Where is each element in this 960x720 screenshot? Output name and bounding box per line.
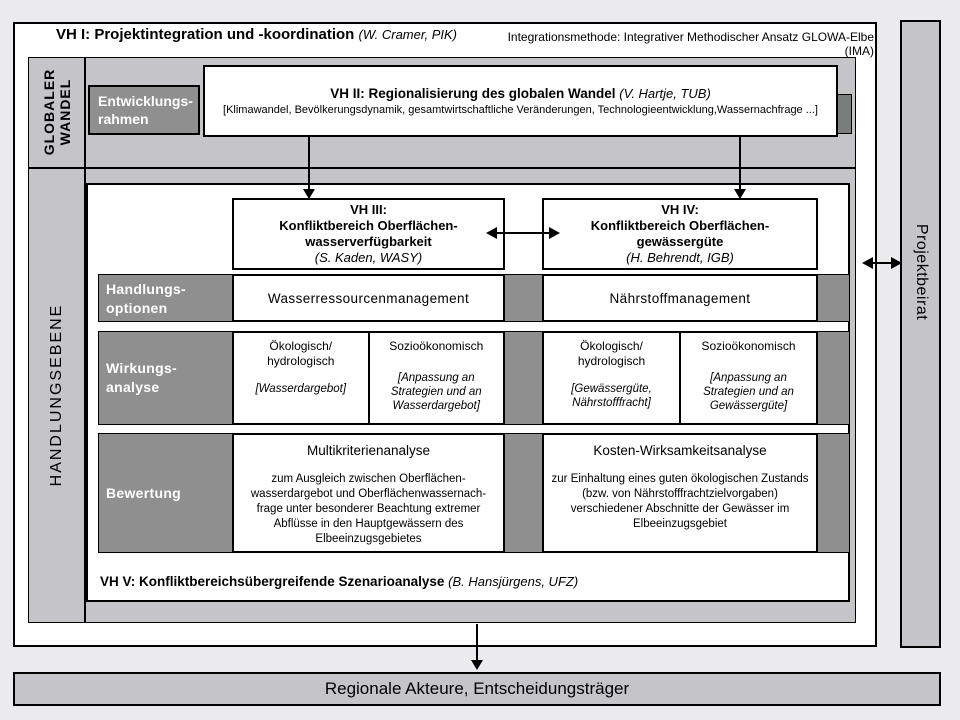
row-label-wirkungsanalyse: Wirkungs- analyse [106, 360, 178, 395]
evaluation-vh3-title: Multikriterienanalyse [306, 443, 431, 458]
impact-vh3-socio-detail: [Anpassung an Strategien und an Wasserda… [390, 372, 482, 412]
vh4-title: VH IV: Konfliktbereich Oberflächen- gewä… [590, 202, 770, 249]
global-band-divider [84, 57, 86, 168]
cell-evaluation-vh3: Multikriterienanalyse zum Ausgleich zwis… [232, 433, 505, 553]
vh5-label: VH V: Konfliktbereichsübergreifende Szen… [100, 574, 578, 589]
footer-bar: Regionale Akteure, Entscheidungsträger [13, 672, 941, 706]
cell-options-vh3: Wasserressourcenmanagement [232, 274, 505, 322]
vh4-header-box: VH IV: Konfliktbereich Oberflächen- gewä… [542, 198, 818, 270]
evaluation-vh4-title: Kosten-Wirksamkeitsanalyse [593, 443, 767, 458]
arrow-between-vh3-vh4-icon [486, 227, 560, 239]
arrow-projektbeirat-icon [862, 257, 902, 269]
vh5-credit: (B. Hansjürgens, UFZ) [448, 574, 579, 589]
vh3-credit: (S. Kaden, WASY) [314, 250, 423, 265]
footer-label: Regionale Akteure, Entscheidungsträger [324, 679, 630, 698]
arrow-down-to-footer-icon [471, 624, 483, 670]
cell-impact-vh4-socio: Sozioökonomisch [Anpassung an Strategien… [679, 333, 816, 423]
action-level-side-label: HANDLUNGSEBENE [48, 303, 65, 487]
impact-vh4-socio-title: Sozioökonomisch [701, 339, 796, 353]
projektbeirat-label: Projektbeirat [913, 223, 930, 321]
vh1-credit: (W. Cramer, PIK) [358, 27, 457, 42]
action-region-divider [84, 168, 86, 623]
vh1-title-text: VH I: Projektintegration und -koordinati… [56, 26, 355, 43]
impact-vh4-eco-detail: [Gewässergüte, Nährstofffracht] [571, 383, 652, 409]
row-label-handlungsoptionen: Handlungs- optionen [106, 281, 186, 316]
cell-impact-vh4: Ökologisch/ hydrologisch [Gewässergüte, … [542, 331, 818, 425]
cell-evaluation-vh4: Kosten-Wirksamkeitsanalyse zur Einhaltun… [542, 433, 818, 553]
vh2-title-row: VH II: Regionalisierung des globalen Wan… [330, 86, 711, 101]
cell-impact-vh3: Ökologisch/ hydrologisch [Wasserdargebot… [232, 331, 505, 425]
impact-vh3-eco-detail: [Wasserdargebot] [255, 383, 347, 395]
vh2-subtitle: [Klimawandel, Bevölkerungsdynamik, gesam… [223, 104, 818, 116]
vh4-credit: (H. Behrendt, IGB) [626, 250, 734, 265]
cell-options-vh4: Nährstoffmanagement [542, 274, 818, 322]
evaluation-vh3-body: zum Ausgleich zwischen Oberflächen- wass… [250, 473, 487, 545]
vh3-header-box: VH III: Konfliktbereich Oberflächen- was… [232, 198, 505, 270]
global-change-side-label: GLOBALER WANDEL [41, 68, 73, 156]
cell-impact-vh3-eco: Ökologisch/ hydrologisch [Wasserdargebot… [234, 333, 368, 423]
arrow-down-vh2-to-vh4-icon [734, 137, 746, 199]
impact-vh3-eco-title: Ökologisch/ hydrologisch [267, 339, 335, 368]
projektbeirat-bar [900, 20, 941, 648]
vh2-credit: (V. Hartje, TUB) [619, 86, 711, 101]
vh1-title: VH I: Projektintegration und -koordinati… [56, 26, 457, 43]
evaluation-vh4-body: zur Einhaltung eines guten ökologischen … [551, 473, 809, 530]
vh5-title: VH V: Konfliktbereichsübergreifende Szen… [100, 574, 445, 589]
cell-impact-vh3-socio: Sozioökonomisch [Anpassung an Strategien… [367, 333, 504, 423]
vh3-title: VH III: Konfliktbereich Oberflächen- was… [279, 202, 458, 249]
cell-impact-vh4-eco: Ökologisch/ hydrologisch [Gewässergüte, … [544, 333, 679, 423]
impact-vh4-eco-title: Ökologisch/ hydrologisch [577, 339, 646, 368]
vh2-box: VH II: Regionalisierung des globalen Wan… [203, 65, 838, 137]
arrow-down-vh2-to-vh3-icon [303, 137, 315, 199]
row-label-bewertung: Bewertung [106, 485, 182, 501]
entwicklungsrahmen-label: Entwicklungs- rahmen [98, 93, 193, 127]
entwicklungsrahmen-box: Entwicklungs- rahmen [88, 85, 200, 135]
impact-vh4-socio-detail: [Anpassung an Strategien und an Gewässer… [703, 372, 794, 412]
impact-vh3-socio-title: Sozioökonomisch [389, 339, 484, 353]
vh2-title: VH II: Regionalisierung des globalen Wan… [330, 86, 616, 101]
integration-method-label: Integrationsmethode: Integrativer Method… [507, 30, 874, 58]
